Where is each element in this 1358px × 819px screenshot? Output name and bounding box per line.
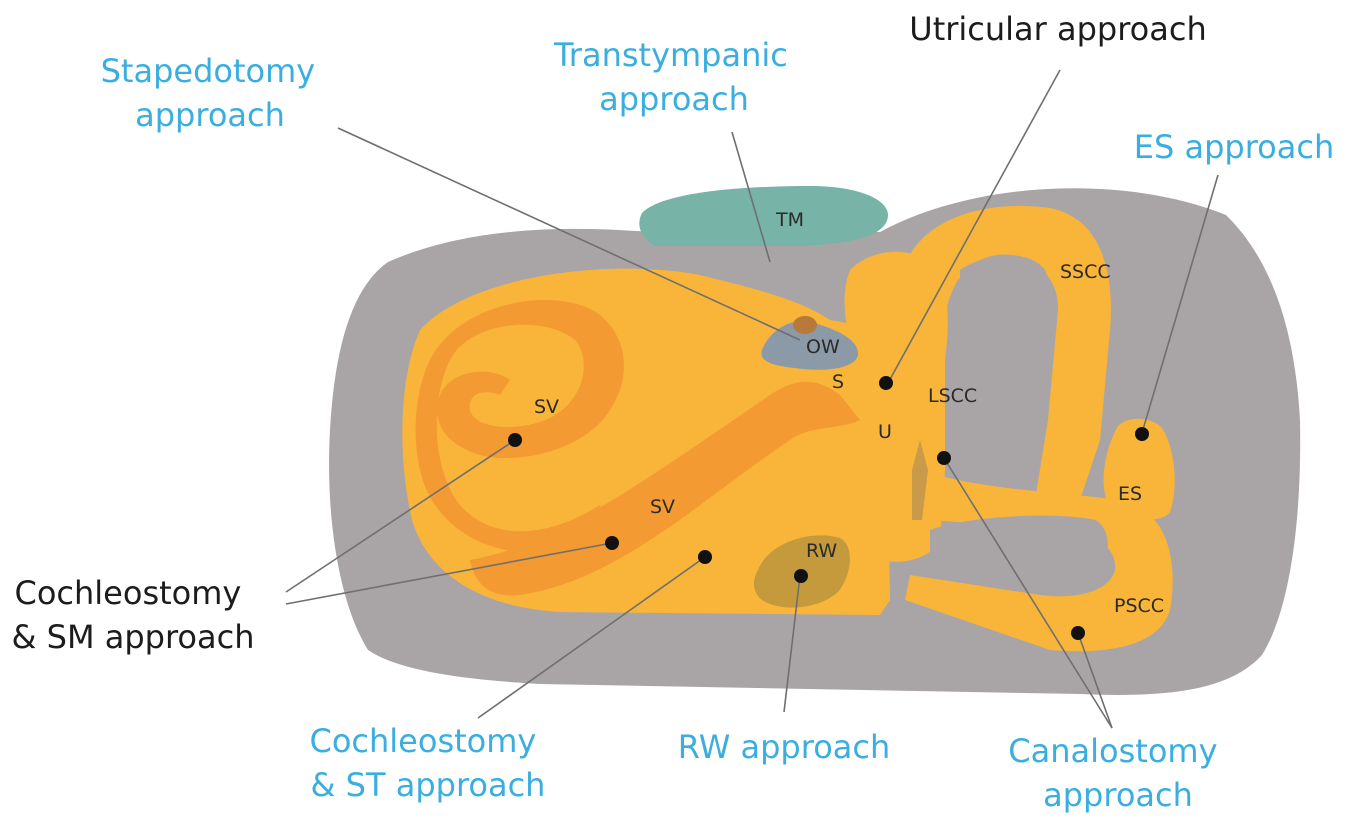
label-es-approach: ES approach bbox=[1134, 128, 1334, 166]
label-tm: TM bbox=[775, 209, 804, 231]
tympanic-membrane bbox=[639, 186, 888, 246]
point-st bbox=[698, 550, 712, 564]
posterior-canal-window bbox=[930, 516, 1108, 586]
point-sm-lower bbox=[605, 536, 619, 550]
label-pscc: PSCC bbox=[1114, 595, 1164, 617]
point-es bbox=[1135, 427, 1149, 441]
label-sscc: SSCC bbox=[1060, 261, 1111, 283]
label-sv-lower: SV bbox=[650, 496, 675, 518]
label-es: ES bbox=[1118, 483, 1142, 505]
label-utricular: Utricular approach bbox=[909, 10, 1206, 48]
point-utricular bbox=[879, 376, 893, 390]
label-rw: RW bbox=[806, 540, 837, 562]
label-rw-approach: RW approach bbox=[678, 728, 891, 766]
point-canal-lateral bbox=[937, 451, 951, 465]
point-canal-posterior bbox=[1071, 626, 1085, 640]
label-cochleostomy-st: Cochleostomy & ST approach bbox=[309, 722, 546, 804]
label-transtympanic: Transtympanic approach bbox=[553, 36, 798, 118]
point-rw bbox=[794, 569, 808, 583]
label-u: U bbox=[878, 421, 892, 443]
label-s: S bbox=[832, 371, 844, 393]
label-cochleostomy-sm: Cochleostomy & SM approach bbox=[12, 574, 255, 656]
label-stapedotomy: Stapedotomy approach bbox=[101, 52, 326, 134]
point-sm-upper bbox=[508, 433, 522, 447]
label-sv-upper: SV bbox=[534, 396, 559, 418]
label-lscc: LSCC bbox=[928, 385, 977, 407]
label-ow: OW bbox=[806, 336, 840, 358]
stapes-footplate bbox=[793, 316, 817, 334]
label-canalostomy: Canalostomy approach bbox=[1008, 732, 1227, 814]
